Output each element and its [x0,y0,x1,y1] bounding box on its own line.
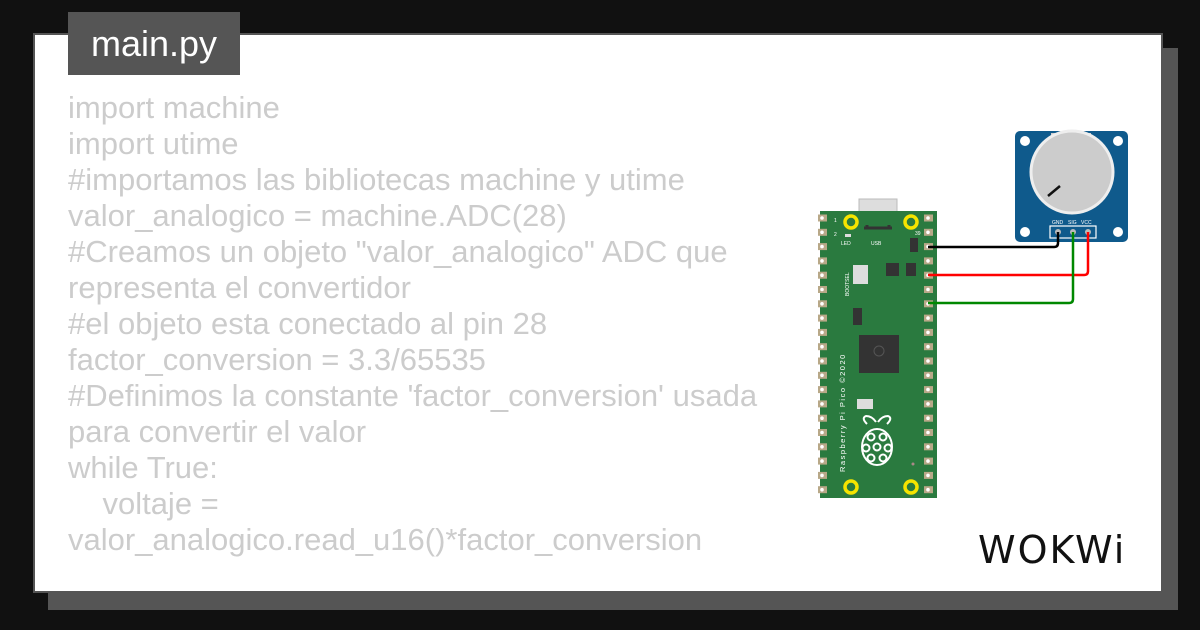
wire-gnd[interactable] [928,232,1060,249]
pin-hole [820,459,824,463]
pin-hole [926,416,930,421]
pin-hole [926,316,930,320]
mount-hole [1113,136,1123,146]
chip [853,308,862,325]
pin-hole [820,316,824,320]
pin-hole [926,402,930,406]
code-line: factor_conversion = 3.3/65535 [68,342,486,377]
rp2040-logo [873,345,885,357]
component [857,399,873,409]
pin-hole [926,445,930,449]
wire-sig[interactable] [928,232,1075,305]
pin-hole [820,430,824,435]
bootsel-label: BOOTSEL [845,272,851,296]
potentiometer[interactable]: GND SIG VCC [1015,129,1128,242]
wokwi-logo: WOKWi [978,528,1127,572]
pin-hole [926,459,930,463]
pot-knob[interactable] [1029,129,1115,215]
code-line: #importamos las bibliotecas machine y ut… [68,162,685,197]
pin-hole [926,216,930,220]
pin-label-sig: SIG [1068,220,1077,226]
pin-hole [820,259,824,263]
code-line: while True: [68,450,218,485]
pin-hole [926,259,930,263]
preview-card: import machine import utime #importamos … [33,33,1163,593]
pin2-label: 2 [834,232,837,238]
usb-label: USB [871,241,882,247]
pin-hole [926,344,930,349]
led-label: LED [841,241,851,247]
pin-hole [926,373,930,378]
pin-hole [820,387,824,392]
pin-hole [820,402,824,406]
pin1-label: 1 [834,218,837,224]
mount-hole [843,214,859,230]
pin-hole [820,359,824,363]
pin-hole [820,273,824,278]
pin39-label: 39 [915,231,921,237]
pin-hole [820,373,824,378]
file-tab[interactable]: main.py [68,12,240,75]
pin-hole [926,230,930,235]
pin-hole [820,473,824,478]
silk-label: Raspberry Pi Pico ©2020 [838,353,847,472]
code-line: valor_analogico = machine.ADC(28) [68,198,567,233]
pin-hole [926,473,930,478]
code-line: #Creamos un objeto "valor_analogico" ADC… [68,234,737,305]
mount-hole [1113,227,1123,237]
code-line: voltaje = valor_analogico.read_u16()*fac… [68,486,703,557]
wire-vcc[interactable] [928,232,1090,277]
pin-hole [820,302,824,306]
pin-hole [926,287,930,292]
pin-hole [820,230,824,235]
pin-hole [926,387,930,392]
rp2040-chip [859,335,899,373]
code-line: import utime [68,126,239,161]
pin-hole [820,487,824,492]
code-line: import machine [68,90,280,125]
chip [886,263,899,276]
mount-hole [1020,227,1030,237]
mount-hole [1020,136,1030,146]
pin-hole [926,430,930,435]
code-line: #el objeto esta conectado al pin 28 [68,306,548,341]
pico-pins [818,214,933,494]
pin-hole [926,359,930,363]
mount-hole [903,479,919,495]
bootsel-button[interactable] [853,265,868,284]
pin-hole [820,330,824,335]
pin-hole [820,287,824,292]
pin-hole [926,330,930,335]
pin-hole [820,216,824,220]
raspberry-pi-pico[interactable]: LED USB 1 2 39 BOOTSEL Raspberry Pi Pico… [818,198,937,498]
knob-indicator [1047,185,1061,197]
mount-hole [903,214,919,230]
test-point [911,462,915,466]
chip [910,238,918,252]
pin-hole [926,487,930,492]
pin-label-gnd: GND [1052,220,1064,226]
usb-pads [864,225,892,230]
pin-hole [820,344,824,349]
pin-label-vcc: VCC [1081,220,1092,226]
pin-hole [820,244,824,249]
pin-hole [820,445,824,449]
chip [906,263,916,276]
mount-hole [843,479,859,495]
code-block: import machine import utime #importamos … [68,90,808,558]
pin-hole [820,416,824,421]
code-line: #Definimos la constante 'factor_conversi… [68,378,766,449]
raspberry-logo [861,414,893,466]
led [845,234,851,237]
